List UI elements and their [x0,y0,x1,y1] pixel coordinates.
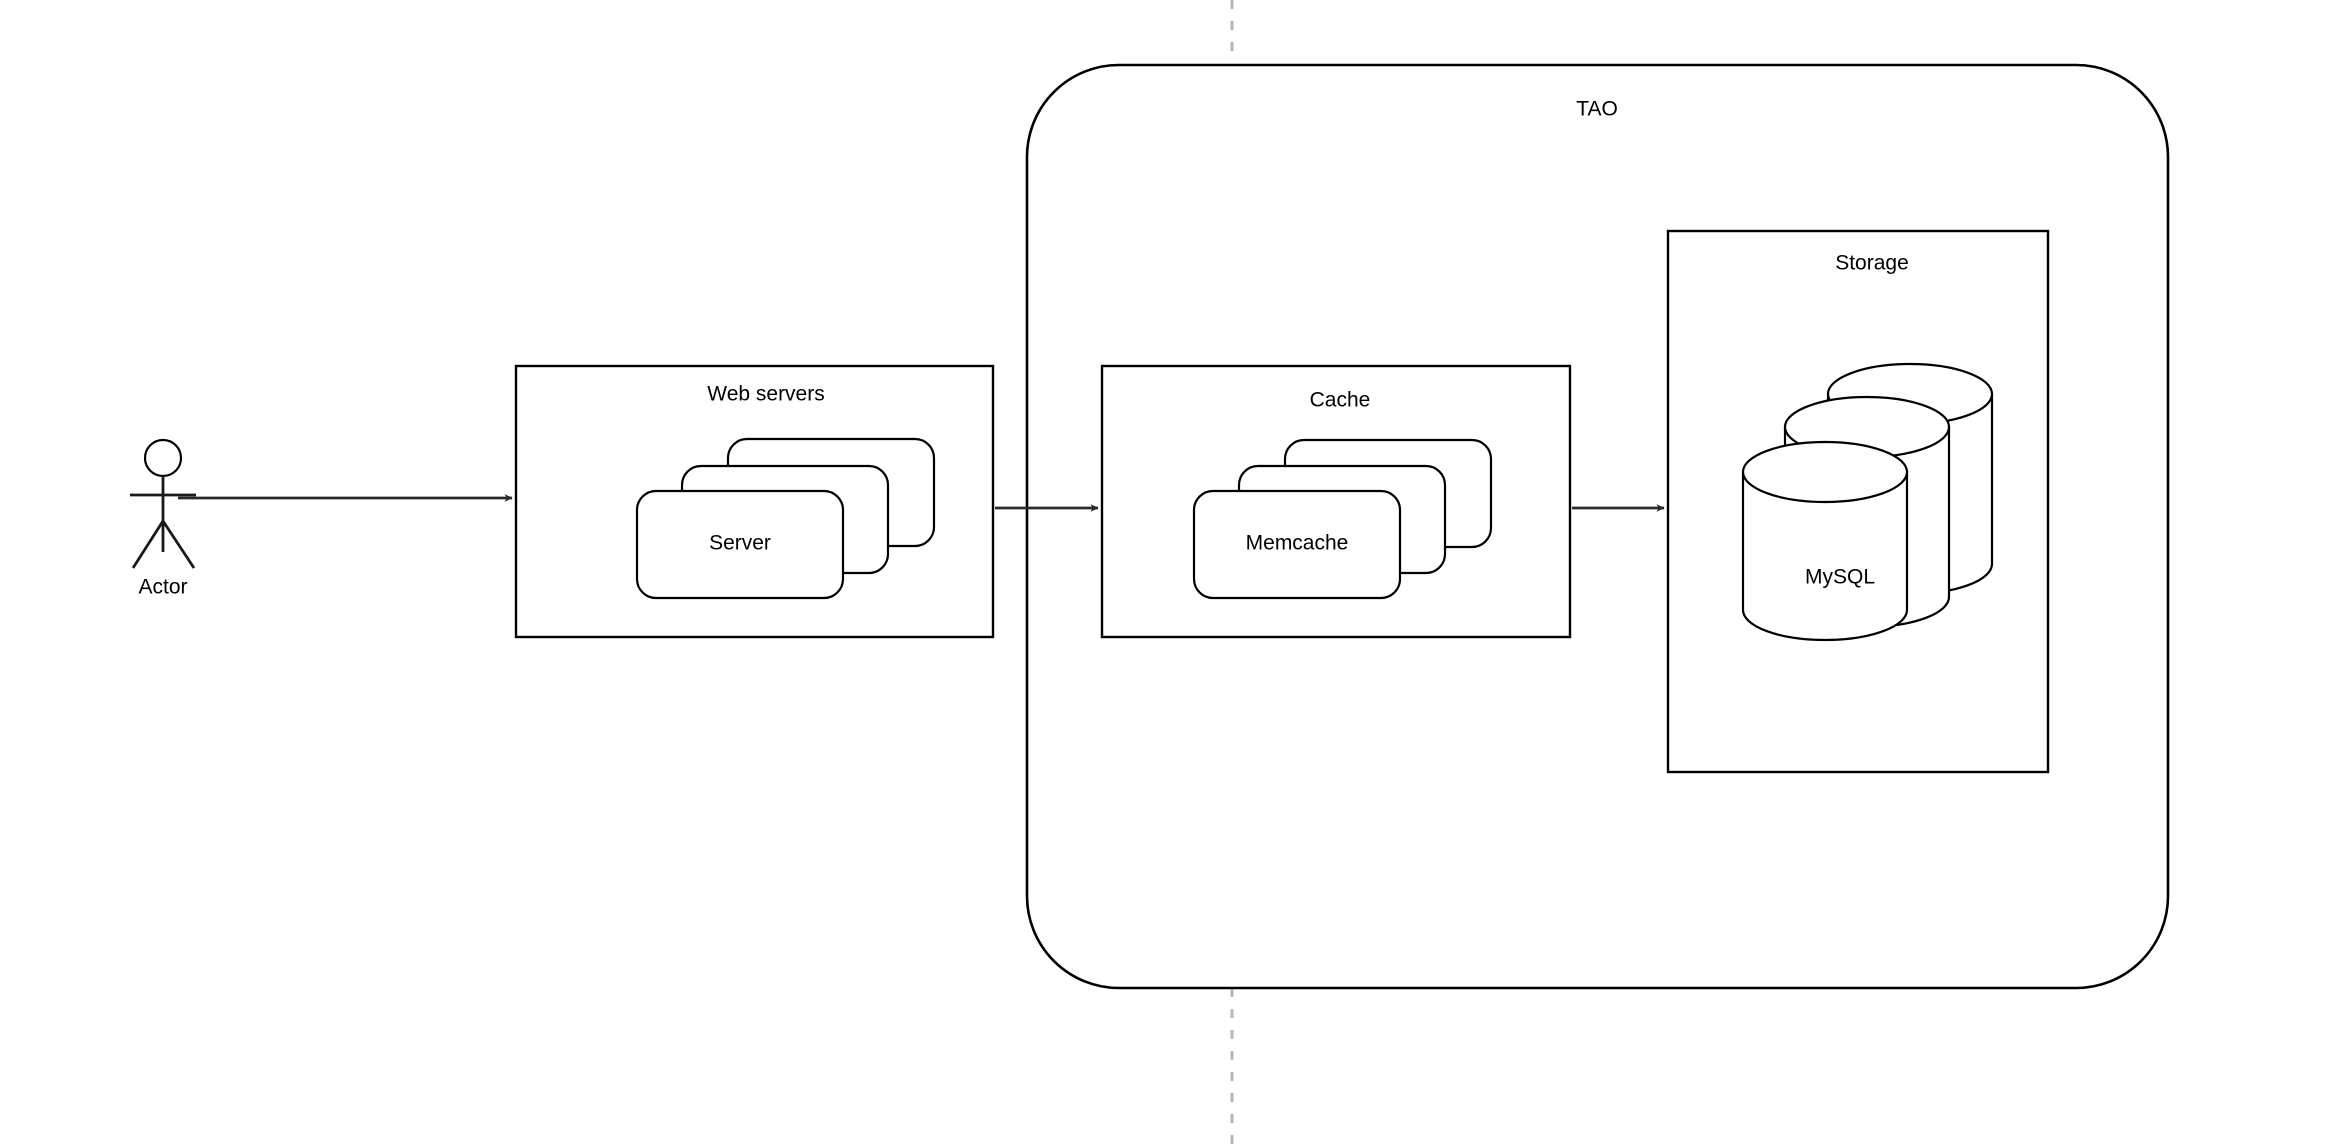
memcache-node-front[interactable] [1192,489,1402,600]
actor-head-icon [143,438,183,478]
cache-label: Cache [1310,389,1371,412]
actor-label: Actor [138,575,187,598]
actor-figure[interactable]: Actor [130,438,196,598]
mysql-node-label: MySQL [1805,566,1875,589]
mysql-cylinder-front[interactable] [1741,440,1909,642]
tao-boundary-rect [1025,63,2170,990]
tao-boundary-label: TAO [1576,98,1618,121]
group-web-servers[interactable]: Web servers Server [514,364,995,639]
server-node-front[interactable] [635,489,845,600]
tao-boundary-container[interactable]: TAO [1025,63,2170,990]
server-node-label: Server [709,532,771,555]
storage-label: Storage [1835,252,1909,275]
actor-left-leg-line [131,520,165,569]
memcache-node-label: Memcache [1246,532,1349,555]
actor-right-leg-line [161,520,196,569]
group-cache[interactable]: Cache Memcache [1100,364,1572,639]
group-storage[interactable]: Storage MySQL [1666,229,2050,774]
web-servers-label: Web servers [707,383,824,406]
